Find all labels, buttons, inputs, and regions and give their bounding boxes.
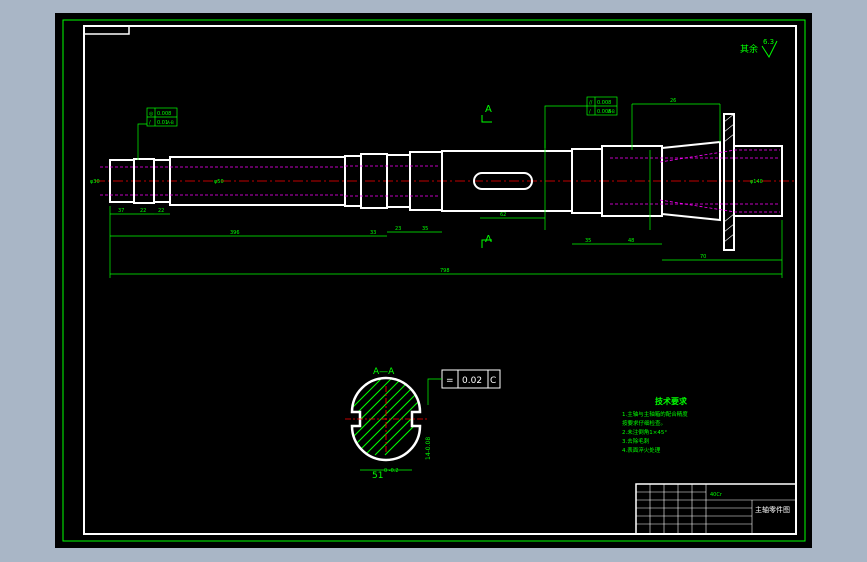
section-cut-markers: A A bbox=[481, 104, 492, 248]
technical-requirements: 技术要求 1.主轴与主轴箱的配合精度 按要求仔细检查。 2.未注倒角1×45° … bbox=[622, 396, 688, 454]
cut-label-top: A bbox=[485, 104, 492, 115]
section-gt-datum: C bbox=[490, 376, 496, 386]
svg-text:70: 70 bbox=[700, 254, 706, 260]
outer-border bbox=[62, 19, 806, 542]
tech-req-line-4: 3.去除毛刺 bbox=[622, 437, 650, 445]
svg-text:22: 22 bbox=[158, 208, 164, 214]
gt-symbol-1: ◎ bbox=[149, 111, 154, 117]
gt-datum-4: A-B bbox=[608, 109, 615, 114]
tech-req-line-1: 1.主轴与主轴箱的配合精度 bbox=[622, 410, 688, 418]
svg-text:798: 798 bbox=[440, 268, 450, 274]
gt-symbol-3: // bbox=[589, 100, 593, 106]
svg-text:396: 396 bbox=[230, 230, 240, 236]
title-block: 40Cr 主轴零件图 bbox=[635, 483, 797, 535]
title-block-material: 40Cr bbox=[710, 492, 723, 498]
dimension-labels: 798 396 37 22 22 33 23 35 35 48 70 26 62 φ30 φ50 φ… bbox=[90, 98, 763, 274]
svg-text:22: 22 bbox=[140, 208, 146, 214]
roughness-prefix: 其余 bbox=[740, 43, 758, 55]
roughness-symbol-icon bbox=[761, 40, 778, 59]
gt-datum-2: A-B bbox=[167, 120, 174, 125]
section-side-dim: 14-0.08 bbox=[425, 437, 432, 460]
svg-text:33: 33 bbox=[370, 230, 376, 236]
tech-req-line-5: 4.表面淬火处理 bbox=[622, 446, 661, 454]
section-width-tol: 0 -0.2 bbox=[384, 468, 399, 474]
flange-hatching bbox=[723, 113, 735, 243]
tolerance-frame-left: ◎ 0.008 / 0.01 A-B bbox=[137, 107, 178, 160]
section-view-title: A—A bbox=[373, 367, 395, 377]
tech-req-title: 技术要求 bbox=[655, 396, 688, 406]
title-block-part-name: 主轴零件图 bbox=[755, 505, 790, 514]
svg-text:26: 26 bbox=[670, 98, 676, 104]
section-view-aa: A—A 51 0 -0.2 14-0.08 bbox=[345, 367, 432, 481]
hidden-lines bbox=[100, 149, 780, 213]
surface-roughness-note: 其余 6.3 bbox=[740, 38, 778, 59]
inner-border bbox=[83, 25, 797, 535]
gt-value-2: 0.01 bbox=[157, 120, 168, 126]
gt-symbol-2: / bbox=[149, 120, 151, 126]
shaft-outline bbox=[109, 113, 783, 251]
svg-text:48: 48 bbox=[628, 238, 634, 244]
tolerance-frame-right: // 0.008 / 0.008 A-B bbox=[544, 96, 618, 148]
corner-label-box bbox=[83, 25, 130, 35]
cut-label-bottom: A bbox=[485, 234, 492, 245]
keyway-slot bbox=[473, 172, 533, 190]
svg-text:φ30: φ30 bbox=[90, 179, 100, 185]
tech-req-line-3: 2.未注倒角1×45° bbox=[622, 428, 667, 436]
svg-text:35: 35 bbox=[585, 238, 591, 244]
section-gt-value: 0.02 bbox=[462, 376, 482, 386]
gt-value-3: 0.008 bbox=[597, 100, 611, 106]
tech-req-line-2: 按要求仔细检查。 bbox=[622, 419, 666, 427]
svg-text:35: 35 bbox=[422, 226, 428, 232]
svg-text:37: 37 bbox=[118, 208, 124, 214]
svg-text:23: 23 bbox=[395, 226, 401, 232]
svg-text:62: 62 bbox=[500, 212, 506, 218]
gt-value-1: 0.008 bbox=[157, 111, 171, 117]
gt-symbol-4: / bbox=[589, 109, 591, 115]
section-gt-symbol: = bbox=[446, 376, 454, 386]
section-width-dim: 51 bbox=[372, 471, 383, 481]
svg-text:φ140: φ140 bbox=[750, 179, 763, 185]
section-tolerance-frame: = 0.02 C bbox=[427, 369, 501, 405]
gt-value-4: 0.008 bbox=[597, 109, 611, 115]
roughness-value: 6.3 bbox=[763, 38, 774, 46]
dimension-lines bbox=[109, 103, 783, 278]
svg-text:φ50: φ50 bbox=[214, 179, 224, 185]
drawing-sheet bbox=[55, 13, 812, 548]
